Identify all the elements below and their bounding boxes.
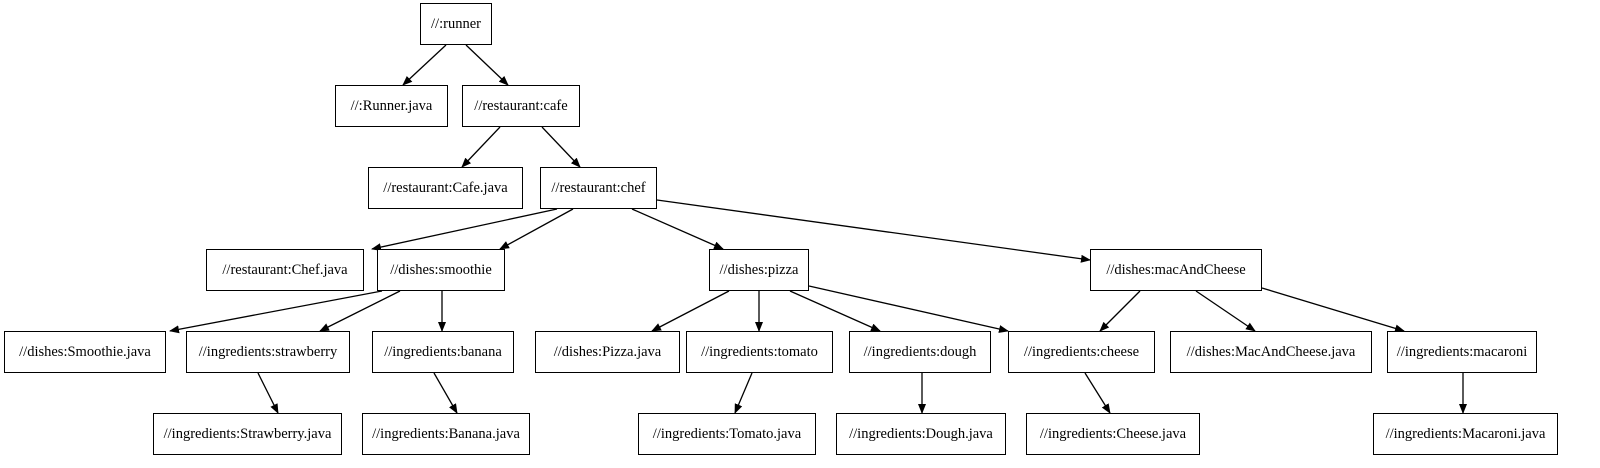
graph-edge xyxy=(319,290,401,332)
graph-node-tomato_java[interactable]: //ingredients:Tomato.java xyxy=(638,413,816,455)
graph-node-pizza_java[interactable]: //dishes:Pizza.java xyxy=(535,331,680,373)
graph-node-dough_java[interactable]: //ingredients:Dough.java xyxy=(836,413,1006,455)
graph-edge xyxy=(465,44,509,86)
graph-edge xyxy=(631,208,724,250)
graph-node-label: //restaurant:Chef.java xyxy=(222,261,348,278)
graph-edge xyxy=(1084,372,1111,414)
graph-node-cafe_java[interactable]: //restaurant:Cafe.java xyxy=(368,167,523,209)
graph-node-label: //dishes:Pizza.java xyxy=(553,343,662,360)
graph-edge xyxy=(1261,287,1405,333)
graph-node-label: //dishes:pizza xyxy=(719,261,799,278)
graph-node-label: //restaurant:Cafe.java xyxy=(383,179,508,196)
graph-node-cheese_java[interactable]: //ingredients:Cheese.java xyxy=(1026,413,1200,455)
graph-node-label: //dishes:smoothie xyxy=(390,261,492,278)
graph-node-label: //ingredients:Macaroni.java xyxy=(1385,425,1546,442)
graph-node-runner[interactable]: //:runner xyxy=(420,3,492,45)
graph-node-macaroni_java[interactable]: //ingredients:Macaroni.java xyxy=(1373,413,1558,455)
graph-node-chef_java[interactable]: //restaurant:Chef.java xyxy=(206,249,364,291)
graph-node-dough[interactable]: //ingredients:dough xyxy=(849,331,991,373)
edge-group xyxy=(169,44,1467,414)
graph-edge xyxy=(734,372,753,414)
graph-node-label: //:runner xyxy=(431,15,481,32)
graph-node-tomato[interactable]: //ingredients:tomato xyxy=(686,331,833,373)
graph-edge xyxy=(656,199,1091,263)
graph-node-label: //ingredients:banana xyxy=(384,343,502,360)
graph-node-label: //ingredients:Cheese.java xyxy=(1039,425,1187,442)
graph-node-dishes_smoothie[interactable]: //dishes:smoothie xyxy=(377,249,505,291)
graph-node-mac_java[interactable]: //dishes:MacAndCheese.java xyxy=(1170,331,1372,373)
graph-node-label: //dishes:MacAndCheese.java xyxy=(1186,343,1356,360)
graph-node-cheese[interactable]: //ingredients:cheese xyxy=(1008,331,1155,373)
graph-node-restaurant_cafe[interactable]: //restaurant:cafe xyxy=(462,85,580,127)
graph-node-label: //dishes:macAndCheese xyxy=(1106,261,1246,278)
graph-edge xyxy=(169,290,383,334)
graph-node-banana_java[interactable]: //ingredients:Banana.java xyxy=(362,413,530,455)
graph-node-label: //ingredients:tomato xyxy=(701,343,818,360)
graph-node-label: //restaurant:cafe xyxy=(474,97,568,114)
graph-edge xyxy=(257,372,279,414)
graph-node-strawberry_java[interactable]: //ingredients:Strawberry.java xyxy=(153,413,342,455)
graph-node-label: //dishes:Smoothie.java xyxy=(19,343,151,360)
graph-edge xyxy=(789,290,881,332)
graph-node-runner_java[interactable]: //:Runner.java xyxy=(335,85,448,127)
graph-node-dishes_mac[interactable]: //dishes:macAndCheese xyxy=(1090,249,1262,291)
graph-edge xyxy=(402,44,447,86)
graph-node-restaurant_chef[interactable]: //restaurant:chef xyxy=(540,167,657,209)
graph-edge xyxy=(1099,290,1141,332)
graph-node-label: //restaurant:chef xyxy=(551,179,646,196)
graph-node-label: //ingredients:Banana.java xyxy=(372,425,520,442)
graph-node-strawberry[interactable]: //ingredients:strawberry xyxy=(186,331,350,373)
graph-edge xyxy=(371,208,558,252)
graph-node-smoothie_java[interactable]: //dishes:Smoothie.java xyxy=(4,331,166,373)
graph-node-label: //ingredients:macaroni xyxy=(1396,343,1528,360)
graph-node-label: //ingredients:dough xyxy=(863,343,977,360)
graph-node-label: //ingredients:cheese xyxy=(1023,343,1140,360)
graph-node-label: //ingredients:strawberry xyxy=(198,343,338,360)
graph-edge xyxy=(433,372,458,414)
graph-edge xyxy=(651,290,730,332)
graph-node-macaroni[interactable]: //ingredients:macaroni xyxy=(1387,331,1537,373)
graph-node-label: //:Runner.java xyxy=(350,97,433,114)
graph-node-dishes_pizza[interactable]: //dishes:pizza xyxy=(709,249,809,291)
graph-edge xyxy=(541,126,581,168)
graph-node-label: //ingredients:Tomato.java xyxy=(652,425,802,442)
graph-node-label: //ingredients:Strawberry.java xyxy=(163,425,332,442)
graph-node-banana[interactable]: //ingredients:banana xyxy=(372,331,514,373)
graph-edge xyxy=(1195,290,1256,332)
graph-edge xyxy=(499,208,574,250)
graph-edge xyxy=(461,126,501,168)
graph-node-label: //ingredients:Dough.java xyxy=(849,425,993,442)
graph-edge xyxy=(808,285,1009,333)
